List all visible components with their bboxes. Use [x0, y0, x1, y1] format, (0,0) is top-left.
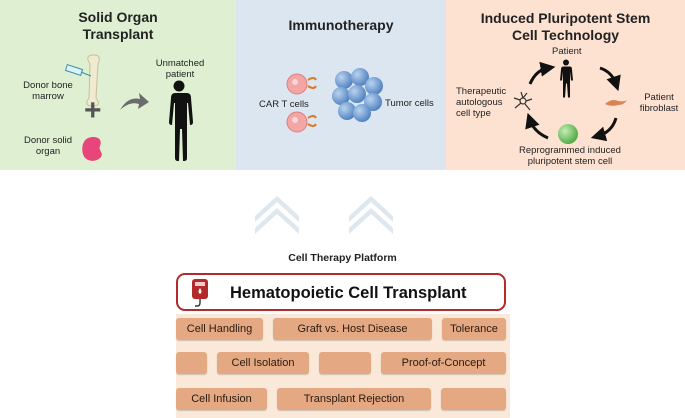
donor-solid-organ-label: Donor solid organ [18, 135, 78, 157]
human-silhouette-icon [169, 80, 193, 161]
patient-fibroblast-line1: Patient [644, 92, 674, 103]
immunotherapy-panel: Immunotherapy CAR T cells Tumor cells [236, 0, 446, 170]
unmatched-patient-line2: patient [165, 69, 195, 80]
fibroblast-icon [605, 100, 627, 106]
donor-bone-marrow-line2: marrow [32, 91, 64, 102]
brick-transplant-rejection: Transplant Rejection [277, 388, 431, 410]
reprogrammed-ipsc-label: Reprogrammed induced pluripotent stem ce… [510, 145, 630, 167]
ipsc-title-line1: Induced Pluripotent Stem [480, 10, 651, 26]
brick-tolerance: Tolerance [442, 318, 506, 340]
brick-blank-1 [176, 352, 207, 374]
brick-proof-of-concept: Proof-of-Concept [381, 352, 506, 374]
tumor-cells-label: Tumor cells [385, 98, 434, 109]
ipsc-title-line2: Cell Technology [511, 27, 620, 43]
donor-solid-organ-line2: organ [35, 146, 61, 157]
patient-fibroblast-line2: fibroblast [639, 103, 679, 114]
kidney-icon [82, 137, 102, 161]
brick-blank-2 [319, 352, 371, 374]
hct-title: Hematopoietic Cell Transplant [230, 284, 467, 302]
brick-graft-vs-host: Graft vs. Host Disease [273, 318, 432, 340]
unmatched-patient-label: Unmatched patient [150, 58, 210, 80]
patient-label: Patient [552, 46, 582, 57]
solid-title-line1: Solid Organ [78, 9, 158, 25]
therapeutic-cell-label: Therapeutic autologous cell type [456, 86, 506, 119]
brick-blank-3 [441, 388, 506, 410]
ips-cell-icon [558, 124, 578, 144]
bone-icon [86, 54, 100, 107]
patient-silhouette-icon [560, 59, 573, 98]
brick-cell-handling: Cell Handling [176, 318, 263, 340]
tumor-cells-icon [332, 68, 383, 122]
chevron-up-icon-left [255, 196, 299, 234]
hematopoietic-cell-transplant-box: Hematopoietic Cell Transplant [176, 273, 506, 311]
chevron-up-icon-right [349, 196, 393, 234]
syringe-icon [64, 64, 92, 77]
solid-organ-transplant-panel: Solid Organ Transplant Donor bone marrow… [0, 0, 236, 170]
car-t-cells-icon [286, 73, 317, 133]
brick-cell-isolation: Cell Isolation [217, 352, 309, 374]
donor-solid-organ-line1: Donor solid [23, 135, 73, 146]
blood-bag-icon [192, 279, 208, 307]
brick-cell-infusion: Cell Infusion [176, 388, 267, 410]
immunotherapy-title: Immunotherapy [288, 17, 394, 33]
donor-bone-marrow-line1: Donor bone [23, 80, 73, 91]
reprogrammed-line1: Reprogrammed induced [519, 145, 621, 156]
ipsc-technology-panel: Induced Pluripotent Stem Cell Technology… [446, 0, 685, 170]
patient-fibroblast-label: Patient fibroblast [634, 92, 684, 114]
brick-wall: Cell Handling Graft vs. Host Disease Tol… [176, 314, 510, 418]
cycle-arrows-icon [525, 61, 621, 142]
cell-therapy-platform-label: Cell Therapy Platform [288, 252, 397, 264]
therapeutic-line1: Therapeutic [456, 86, 507, 97]
donor-bone-marrow-label: Donor bone marrow [16, 80, 80, 102]
unmatched-patient-line1: Unmatched [155, 58, 205, 69]
plus-sign: + [84, 94, 102, 127]
solid-title-line2: Transplant [82, 26, 154, 42]
ipsc-title: Induced Pluripotent Stem Cell Technology [446, 10, 685, 44]
solid-organ-transplant-title: Solid Organ Transplant [0, 9, 236, 43]
therapeutic-line3: cell type [456, 108, 491, 119]
car-t-cells-label: CAR T cells [259, 99, 309, 110]
therapeutic-line2: autologous [456, 97, 503, 108]
reprogrammed-line2: pluripotent stem cell [527, 156, 613, 167]
neuron-icon [513, 91, 533, 111]
curved-arrow-icon [120, 93, 149, 110]
